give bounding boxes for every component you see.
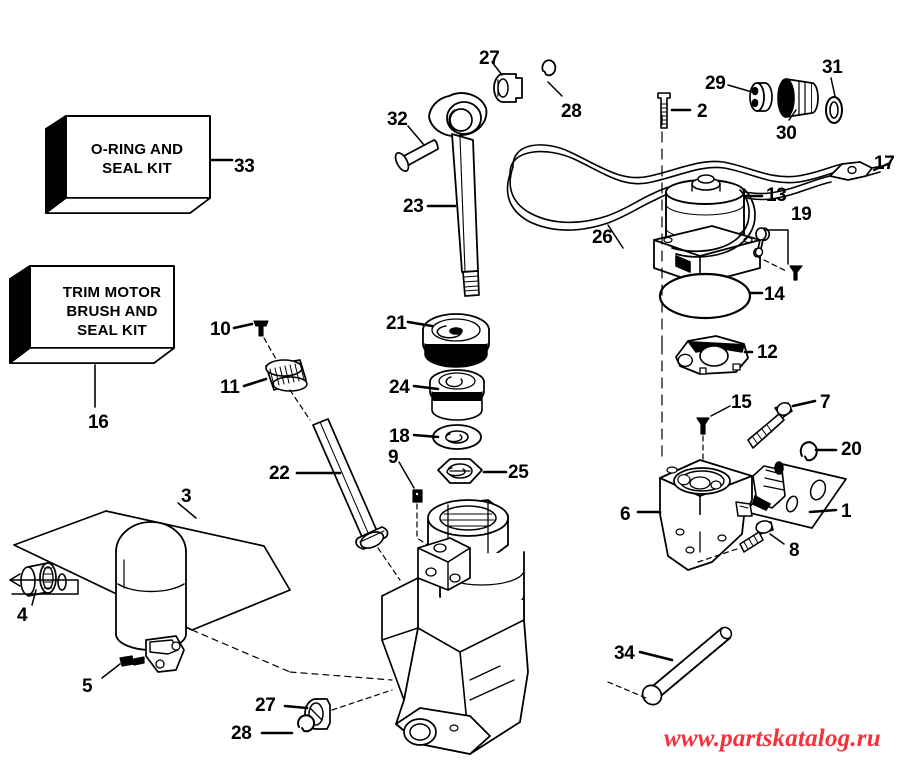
- pump-housing-6: [659, 459, 753, 571]
- callout-9: 9: [388, 447, 399, 468]
- callout-33: 33: [234, 156, 255, 177]
- filter-screen-11: [265, 359, 308, 392]
- bushing-27-top: [493, 73, 523, 103]
- connector-30: [777, 78, 819, 118]
- callout-30: 30: [776, 123, 797, 144]
- o-ring-seal-kit-box: [45, 115, 211, 214]
- screw-19: [789, 265, 803, 281]
- screw-15: [696, 417, 710, 435]
- main-cylinder-body: [381, 499, 529, 755]
- clip-19: [753, 227, 771, 258]
- o-ring-31: [825, 96, 843, 124]
- callout-29: 29: [705, 73, 726, 94]
- piston-cap-21: [422, 313, 490, 368]
- cylinder-rod-23: [428, 92, 488, 297]
- trim-motor-13: [653, 174, 761, 285]
- callout-4: 4: [17, 605, 28, 626]
- callout-11: 11: [220, 377, 240, 398]
- callout-20: 20: [841, 439, 862, 460]
- callout-14: 14: [764, 284, 785, 305]
- callout-27-bottom: 27: [255, 695, 276, 716]
- o-ring-seal-kit-label: O-RING AND SEAL KIT: [90, 141, 184, 178]
- callout-27-top: 27: [479, 48, 500, 69]
- callout-6: 6: [620, 504, 631, 525]
- callout-13: 13: [766, 185, 787, 206]
- callout-26: 26: [592, 227, 613, 248]
- trim-motor-brush-seal-kit-label: TRIM MOTOR BRUSH AND SEAL KIT: [62, 284, 162, 340]
- callout-7: 7: [820, 392, 831, 413]
- screw-5: [119, 655, 145, 667]
- pin-32: [394, 139, 439, 172]
- callout-3: 3: [181, 486, 192, 507]
- callout-15: 15: [731, 392, 752, 413]
- callout-16: 16: [88, 412, 109, 433]
- callout-17: 17: [874, 153, 895, 174]
- callout-21: 21: [386, 313, 407, 334]
- washer-18: [432, 424, 482, 450]
- site-watermark: www.partskatalog.ru: [664, 725, 881, 752]
- callout-32: 32: [387, 109, 408, 130]
- callout-18: 18: [389, 426, 410, 447]
- screw-10: [253, 320, 269, 337]
- tilt-tube-34: [641, 626, 733, 706]
- callout-23: 23: [403, 196, 424, 217]
- callout-24: 24: [389, 377, 410, 398]
- callout-1: 1: [841, 501, 852, 522]
- retaining-ring-20: [799, 441, 818, 462]
- callout-25: 25: [508, 462, 529, 483]
- callout-2: 2: [697, 101, 708, 122]
- screw-2: [657, 92, 671, 129]
- callout-10: 10: [210, 319, 231, 340]
- o-ring-14: [658, 272, 752, 320]
- trim-motor-brush-seal-kit-box: [9, 265, 175, 364]
- reservoir: [115, 521, 187, 673]
- callout-22: 22: [269, 463, 290, 484]
- rod-22: [312, 418, 389, 550]
- retaining-ring-28-bottom: [297, 714, 316, 733]
- callout-5: 5: [82, 676, 93, 697]
- callout-28-bottom: 28: [231, 723, 252, 744]
- nut-25: [437, 458, 483, 484]
- callout-8: 8: [789, 540, 800, 561]
- bolt-8: [739, 520, 774, 553]
- callout-19: 19: [791, 204, 812, 225]
- piston-24: [429, 369, 485, 421]
- retaining-ring-28-top: [541, 59, 557, 77]
- pump-cover-12: [675, 335, 749, 375]
- pin-9: [412, 489, 423, 503]
- manifold-valve: [752, 461, 786, 511]
- callout-31: 31: [822, 57, 843, 78]
- insulator-29: [749, 82, 773, 112]
- callout-12: 12: [757, 342, 778, 363]
- bolt-7: [747, 402, 793, 449]
- callout-28-top: 28: [561, 101, 582, 122]
- callout-34: 34: [614, 643, 635, 664]
